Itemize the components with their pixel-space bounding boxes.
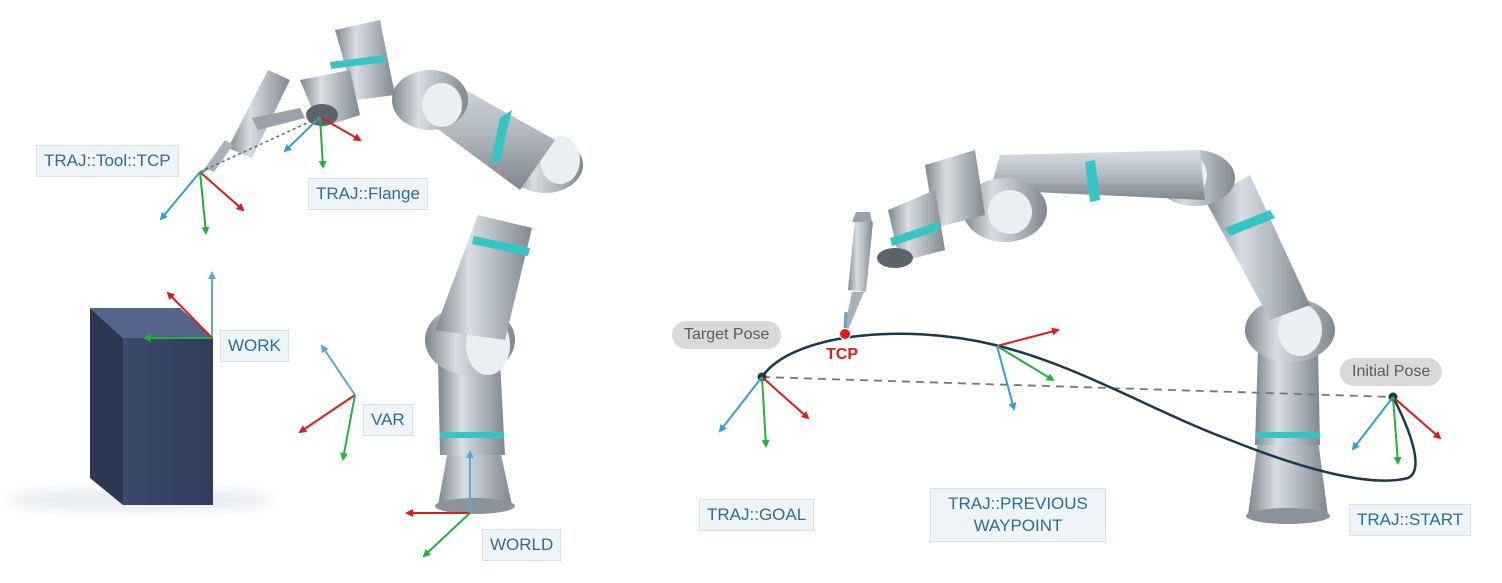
- world-label: WORLD: [482, 529, 562, 561]
- var-frame-axes: [298, 344, 356, 461]
- previous-waypoint-frame-axes: [996, 327, 1060, 411]
- tcp-point: [839, 328, 851, 340]
- world-frame-axes: [405, 450, 474, 558]
- tool-tcp-label: TRAJ::Tool::TCP: [36, 145, 179, 177]
- tcp-frame-axes: [159, 171, 245, 235]
- straight-path-dashed: [761, 376, 1394, 398]
- work-box: [90, 308, 213, 505]
- goal-label: TRAJ::GOAL: [699, 499, 815, 531]
- left-robot: [201, 20, 583, 514]
- tcp-label: TCP: [826, 346, 858, 363]
- flange-label: TRAJ::Flange: [308, 178, 428, 210]
- start-label: TRAJ::START: [1349, 504, 1472, 536]
- tcp-flange-dotted-line: [199, 117, 319, 173]
- target-pose-label: Target Pose: [672, 321, 782, 349]
- initial-pose-label: Initial Pose: [1340, 358, 1443, 386]
- trajectory-curve: [760, 332, 1417, 482]
- previous-waypoint-line2: WAYPOINT: [973, 516, 1063, 535]
- goal-frame-axes: [718, 376, 810, 448]
- right-robot: [843, 150, 1335, 524]
- previous-waypoint-line1: TRAJ::PREVIOUS: [948, 494, 1088, 513]
- previous-waypoint-label: TRAJ::PREVIOUS WAYPOINT: [930, 488, 1106, 542]
- flange-frame-axes: [283, 116, 362, 169]
- var-label: VAR: [363, 404, 413, 436]
- work-label: WORK: [220, 330, 289, 362]
- start-frame-axes: [1351, 396, 1442, 465]
- work-frame-axes: [143, 271, 216, 342]
